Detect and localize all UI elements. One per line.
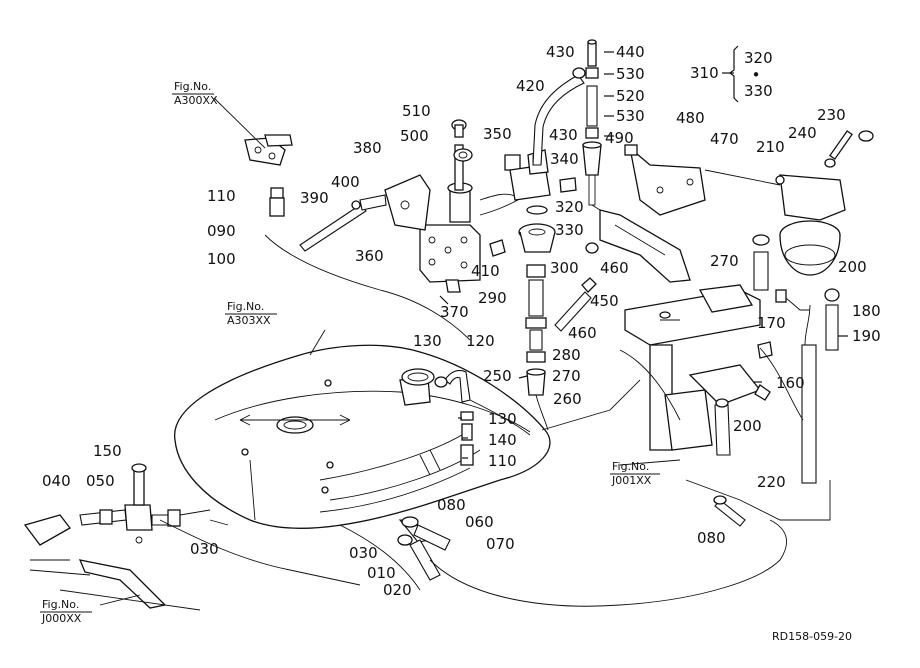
- figure-ref-code: J000XX: [41, 612, 82, 625]
- part-number: 340: [550, 150, 579, 168]
- part-number: 190: [852, 327, 881, 345]
- part-number: 460: [568, 324, 597, 342]
- vent-line-column: [582, 39, 602, 206]
- figure-ref-a303: Fig.No. A303XX: [225, 300, 277, 327]
- figure-ref-code: A303XX: [227, 314, 271, 327]
- part-number: 400: [331, 173, 360, 191]
- part-number: 410: [471, 262, 500, 280]
- part-number: 270: [710, 252, 739, 270]
- part-number: 530: [616, 107, 645, 125]
- part-number: 050: [86, 472, 115, 490]
- part-number: 320: [744, 49, 773, 67]
- figure-ref-label: Fig.No.: [174, 80, 211, 93]
- part-number: 130: [488, 410, 517, 428]
- part-number: 170: [757, 314, 786, 332]
- part-number: 140: [488, 431, 517, 449]
- figure-ref-code: A300XX: [174, 94, 218, 107]
- center-hoses: [525, 242, 599, 396]
- part-number: 270: [552, 367, 581, 385]
- part-number: 060: [465, 513, 494, 531]
- part-number: 380: [353, 139, 382, 157]
- part-number: 530: [616, 65, 645, 83]
- group-bracket-310: [729, 45, 739, 103]
- part-number: 510: [402, 102, 431, 120]
- leader-lines: [99, 97, 831, 607]
- part-number: 310: [690, 64, 719, 82]
- part-number: 430: [546, 43, 575, 61]
- hose-270: [753, 251, 769, 291]
- part-number: 130: [413, 332, 442, 350]
- part-number: 500: [400, 127, 429, 145]
- part-number: 160: [776, 374, 805, 392]
- part-number: 480: [676, 109, 705, 127]
- fuel-tank: [174, 344, 551, 529]
- part-number: 030: [190, 540, 219, 558]
- part-number: 450: [590, 292, 619, 310]
- part-number: 200: [838, 258, 867, 276]
- part-number: 460: [600, 259, 629, 277]
- part-number: 260: [553, 390, 582, 408]
- part-number: 020: [383, 581, 412, 599]
- part-number: 200: [733, 417, 762, 435]
- part-number: 290: [478, 289, 507, 307]
- part-number: 220: [757, 473, 786, 491]
- part-number: 080: [697, 529, 726, 547]
- group-separator: •: [752, 66, 761, 84]
- sediment-valve-assembly: [23, 463, 211, 611]
- part-number: 330: [555, 221, 584, 239]
- figure-ref-label: Fig.No.: [42, 598, 79, 611]
- hose-420: [532, 74, 585, 166]
- part-number: 240: [788, 124, 817, 142]
- part-number: 350: [483, 125, 512, 143]
- figure-ref-j001: Fig.No. J001XX: [610, 460, 660, 487]
- part-number: 110: [488, 452, 517, 470]
- part-number: 150: [93, 442, 122, 460]
- drawing-code: RD158-059-20: [772, 630, 852, 643]
- part-number: 300: [550, 259, 579, 277]
- bracket-a300: [244, 134, 293, 166]
- figure-ref-a300: Fig.No. A300XX: [172, 80, 218, 107]
- part-number: 250: [483, 367, 512, 385]
- outlet-hoses: [397, 516, 451, 581]
- part-number: 470: [710, 130, 739, 148]
- figure-ref-j000: Fig.No. J000XX: [40, 598, 92, 625]
- part-number: 330: [744, 82, 773, 100]
- part-number: 120: [466, 332, 495, 350]
- part-number: 490: [605, 129, 634, 147]
- part-number: 180: [852, 302, 881, 320]
- part-number: 030: [349, 544, 378, 562]
- part-number: 090: [207, 222, 236, 240]
- part-number: 210: [756, 138, 785, 156]
- part-number: 360: [355, 247, 384, 265]
- hose-200: [714, 404, 731, 456]
- part-number: 040: [42, 472, 71, 490]
- part-number: 520: [616, 87, 645, 105]
- tank-return-fittings: [269, 187, 474, 466]
- part-number-labels: 430 440 530 520 530 490 310 320 • 330 42…: [42, 43, 881, 599]
- part-leader-ticks: [439, 51, 848, 459]
- figure-ref-label: Fig.No.: [227, 300, 264, 313]
- part-number: 420: [516, 77, 545, 95]
- hose-190: [825, 304, 839, 351]
- part-number: 320: [555, 198, 584, 216]
- part-number: 080: [437, 496, 466, 514]
- part-number: 440: [616, 43, 645, 61]
- part-number: 110: [207, 187, 236, 205]
- figure-ref-label: Fig.No.: [612, 460, 649, 473]
- part-number: 100: [207, 250, 236, 268]
- part-number: 010: [367, 564, 396, 582]
- figure-ref-code: J001XX: [611, 474, 652, 487]
- pump-bracket-assembly: [299, 119, 577, 293]
- chassis-frame: [599, 144, 762, 451]
- part-number: 230: [817, 106, 846, 124]
- part-number: 070: [486, 535, 515, 553]
- part-number: 390: [300, 189, 329, 207]
- hose-220: [801, 344, 817, 484]
- part-number: 280: [552, 346, 581, 364]
- fuel-filter-assembly: [775, 130, 874, 311]
- part-number: 370: [440, 303, 469, 321]
- part-number: 430: [549, 126, 578, 144]
